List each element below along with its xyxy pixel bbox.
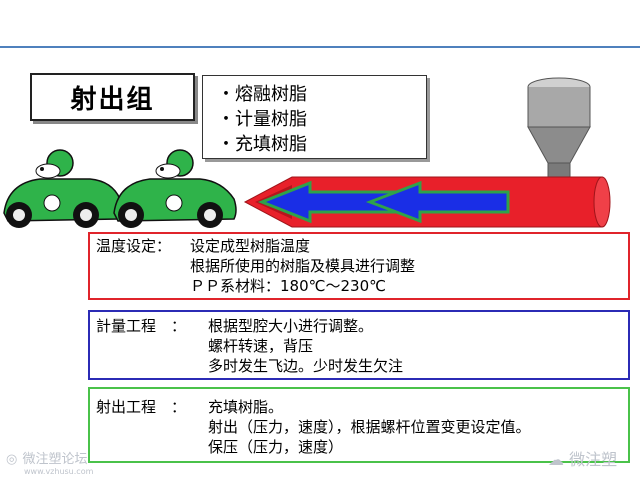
hopper-icon bbox=[527, 77, 591, 178]
bullet-item: ・计量树脂 bbox=[217, 109, 307, 130]
injection-panel: 射出工程 ： 充填树脂。 射出（压力，速度），根据螺杆位置变更设定值。 保压（压… bbox=[88, 387, 630, 463]
bullet-item: ・熔融树脂 bbox=[217, 84, 307, 105]
metering-line: 螺杆转速，背压 bbox=[208, 337, 314, 355]
metering-line: 多时发生飞边。少时发生欠注 bbox=[208, 357, 404, 375]
car-icon bbox=[3, 149, 122, 228]
arrow-icon bbox=[257, 180, 510, 224]
temperature-line: 设定成型树脂温度 bbox=[190, 237, 311, 255]
watermark-left: ◎ 微注塑论坛 www.vzhusu.com bbox=[6, 448, 93, 476]
temperature-line: 根据所使用的树脂及模具进行调整 bbox=[190, 257, 416, 275]
watermark-left-text: 微注塑论坛 bbox=[22, 452, 88, 467]
driver-icon bbox=[155, 149, 194, 179]
section-title: 射出组 bbox=[30, 73, 195, 121]
bullet-item: ・充填树脂 bbox=[217, 134, 307, 155]
driver-icon bbox=[35, 149, 74, 179]
injection-line: 保压（压力，速度） bbox=[208, 438, 344, 456]
watermark-logo-icon: ◎ bbox=[6, 452, 18, 467]
watermark-url: www.vzhusu.com bbox=[24, 467, 94, 476]
watermark-right-text: 微注塑 bbox=[569, 450, 618, 469]
temperature-line: ＰＰ系材料：180℃～230℃ bbox=[190, 277, 386, 295]
header-rule bbox=[0, 46, 640, 48]
temperature-panel: 温度设定： 设定成型树脂温度 根据所使用的树脂及模具进行调整 ＰＰ系材料：180… bbox=[88, 232, 630, 300]
metering-panel: 計量工程 ： 根据型腔大小进行调整。 螺杆转速，背压 多时发生飞边。少时发生欠注 bbox=[88, 310, 630, 380]
injection-scene bbox=[3, 77, 611, 228]
injection-line: 充填树脂。 bbox=[208, 398, 284, 416]
injection-label: 射出工程 ： bbox=[96, 398, 187, 416]
watermark-right: ☁ 微注塑 bbox=[548, 446, 617, 470]
wechat-icon: ☁ bbox=[548, 450, 564, 469]
metering-label: 計量工程 ： bbox=[96, 317, 187, 335]
process-bullet-list: ・熔融树脂 ・计量树脂 ・充填树脂 bbox=[202, 75, 427, 159]
temperature-label: 温度设定： bbox=[96, 237, 172, 255]
car-icon bbox=[113, 149, 237, 228]
injection-line: 射出（压力，速度），根据螺杆位置变更设定值。 bbox=[208, 418, 531, 436]
metering-line: 根据型腔大小进行调整。 bbox=[208, 317, 374, 335]
